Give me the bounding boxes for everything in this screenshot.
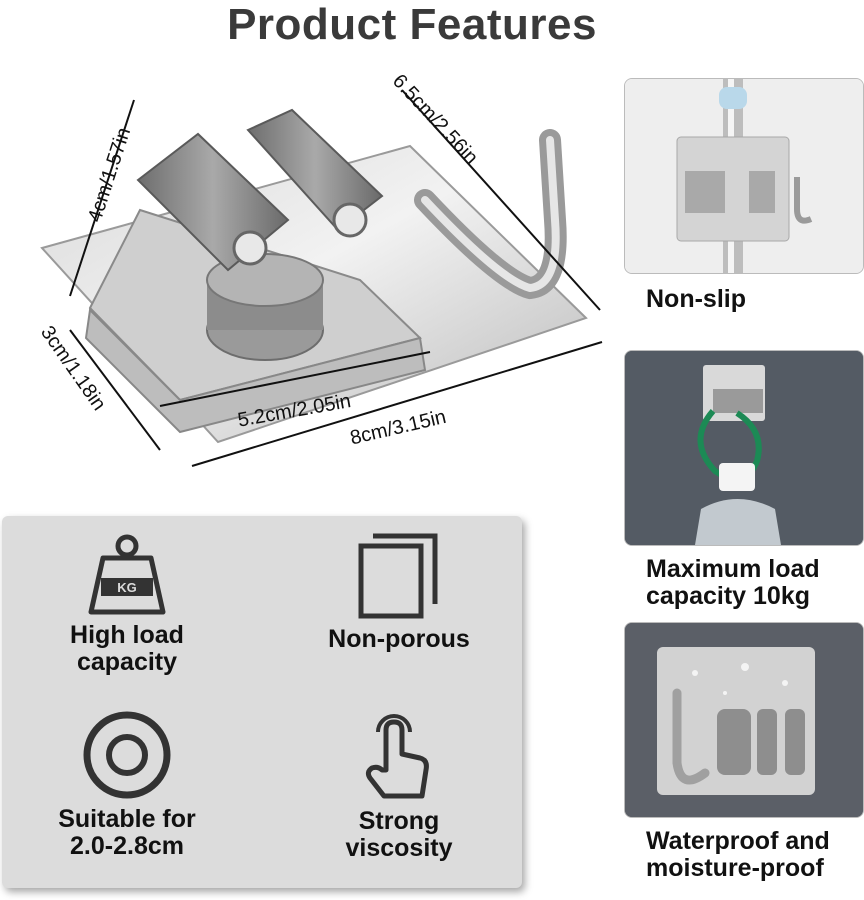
- feature-strong-viscosity: Strong viscosity: [284, 710, 514, 862]
- feature-high-load: KG High load capacity: [12, 534, 242, 676]
- mop-holder-drawing: [40, 89, 603, 467]
- right-screw: [332, 202, 368, 238]
- clip-front: [84, 307, 427, 434]
- feature-non-porous: Non-porous: [284, 530, 514, 653]
- water-drops-photo-icon: [625, 623, 863, 817]
- feature-label: High load capacity: [70, 621, 184, 676]
- svg-text:KG: KG: [117, 580, 137, 595]
- dim-line-hook: [401, 89, 601, 311]
- photo-waterproof: [624, 622, 864, 818]
- product-illustration: 4cm/1.57in 6.5cm/2.56in 3cm/1.18in 5.2cm…: [30, 70, 620, 470]
- photo-label-max-load: Maximum load capacity 10kg: [646, 555, 820, 610]
- non-slip-photo-icon: [625, 79, 863, 273]
- feature-label: Non-porous: [328, 625, 470, 653]
- dim-line-base: [191, 341, 603, 467]
- photo-non-slip: [624, 78, 864, 274]
- page-title: Product Features: [227, 0, 597, 49]
- photo-label-non-slip: Non-slip: [646, 285, 746, 313]
- right-roller: [246, 108, 384, 232]
- concentric-circle-icon: [83, 711, 171, 799]
- photo-label-waterproof: Waterproof and moisture-proof: [646, 827, 830, 882]
- kg-weight-icon: KG: [88, 534, 166, 615]
- feature-label: Suitable for 2.0-2.8cm: [58, 805, 196, 860]
- square-outline-icon: [358, 533, 438, 619]
- feature-label: Strong viscosity: [345, 807, 453, 862]
- dim-line-depth: [69, 329, 161, 451]
- dim-line-inner: [159, 351, 431, 407]
- dim-line-height: [69, 99, 135, 297]
- feature-suitable-size: Suitable for 2.0-2.8cm: [12, 710, 242, 860]
- finger-touch-icon: [365, 714, 429, 799]
- features-panel: KG High load capacity Non-porous Suitabl…: [2, 516, 522, 888]
- left-screw: [232, 230, 268, 266]
- bottle-hanging-photo-icon: [625, 351, 863, 545]
- photo-max-load: [624, 350, 864, 546]
